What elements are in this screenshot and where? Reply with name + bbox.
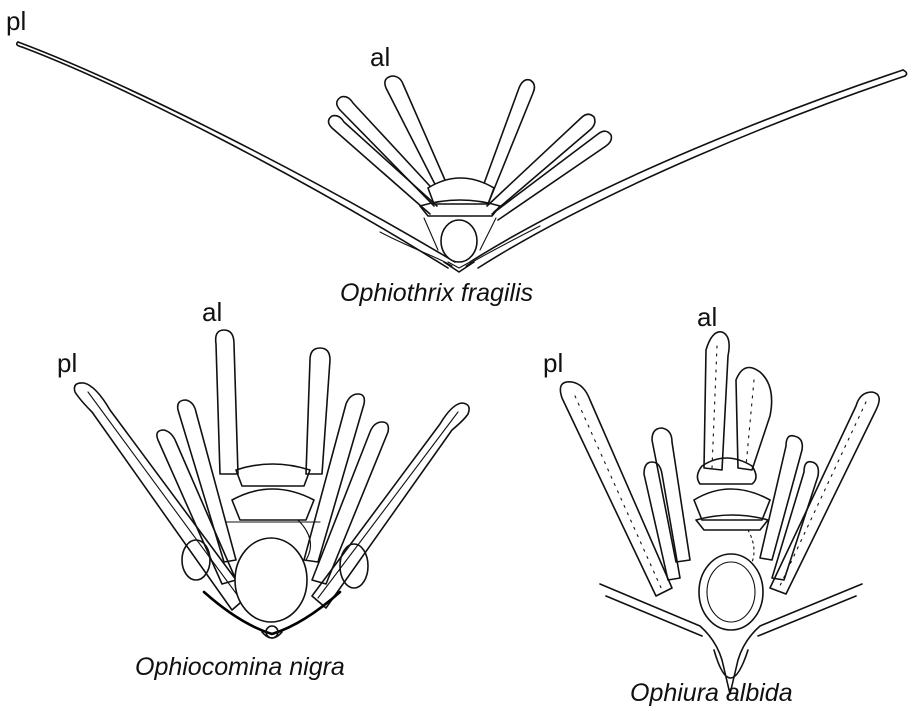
- species-name-ophiura: Ophiura albida: [630, 681, 793, 706]
- label-pl-ophiocomina: pl: [57, 350, 77, 376]
- species-name-ophiothrix: Ophiothrix fragilis: [340, 281, 533, 306]
- label-pl-ophiothrix: pl: [6, 8, 26, 34]
- ophiothrix-fragilis-larva: [17, 42, 907, 272]
- label-pl-ophiura: pl: [543, 350, 563, 376]
- label-al-ophiura: al: [697, 304, 717, 330]
- label-al-ophiothrix: al: [370, 44, 390, 70]
- label-al-ophiocomina: al: [202, 299, 222, 325]
- species-name-ophiocomina: Ophiocomina nigra: [135, 655, 345, 680]
- ophiocomina-nigra-larva: [74, 330, 469, 638]
- ophiura-albida-larva: [560, 332, 879, 694]
